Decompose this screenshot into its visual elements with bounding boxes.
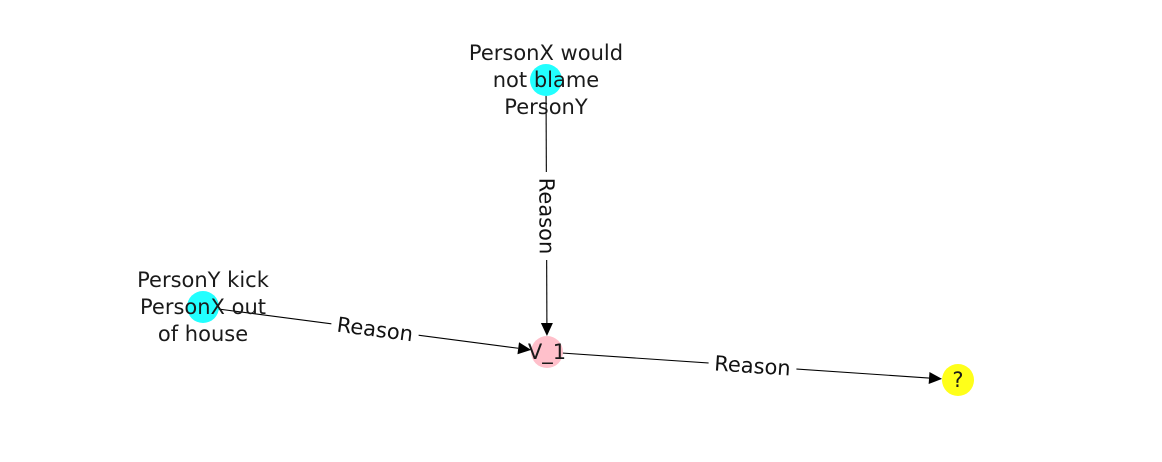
arrowhead [517,342,532,355]
edge-label-background [532,171,561,261]
node-label-line: not blame [493,68,599,92]
node-label-line: V_1 [528,340,566,365]
nodes-layer [187,64,974,396]
node-kick [187,291,219,323]
node-label-line: PersonY [504,95,588,119]
node-blame [530,64,562,96]
arrowhead [540,322,553,337]
edge-label: Reason [329,309,421,350]
edge-label: Reason [707,349,798,383]
edge-label-background [329,309,421,350]
arrowhead [928,372,943,385]
edges-layer [202,79,943,385]
node-label-line: ? [952,368,963,392]
node-label: ? [952,368,963,392]
edge-label-text: Reason [534,178,558,255]
edge-label-background [707,349,798,383]
edge-label-text: Reason [713,351,791,380]
node-q [942,364,974,396]
node-label-line: PersonY kick [137,268,270,292]
edge-label-text: Reason [335,313,414,347]
edge-label: Reason [532,171,561,261]
node-label-line: PersonX out [140,295,266,319]
node-label-line: PersonX would [469,41,623,65]
node-label: V_1 [528,340,566,365]
node-label-line: of house [158,322,248,346]
node-v1 [531,336,563,368]
